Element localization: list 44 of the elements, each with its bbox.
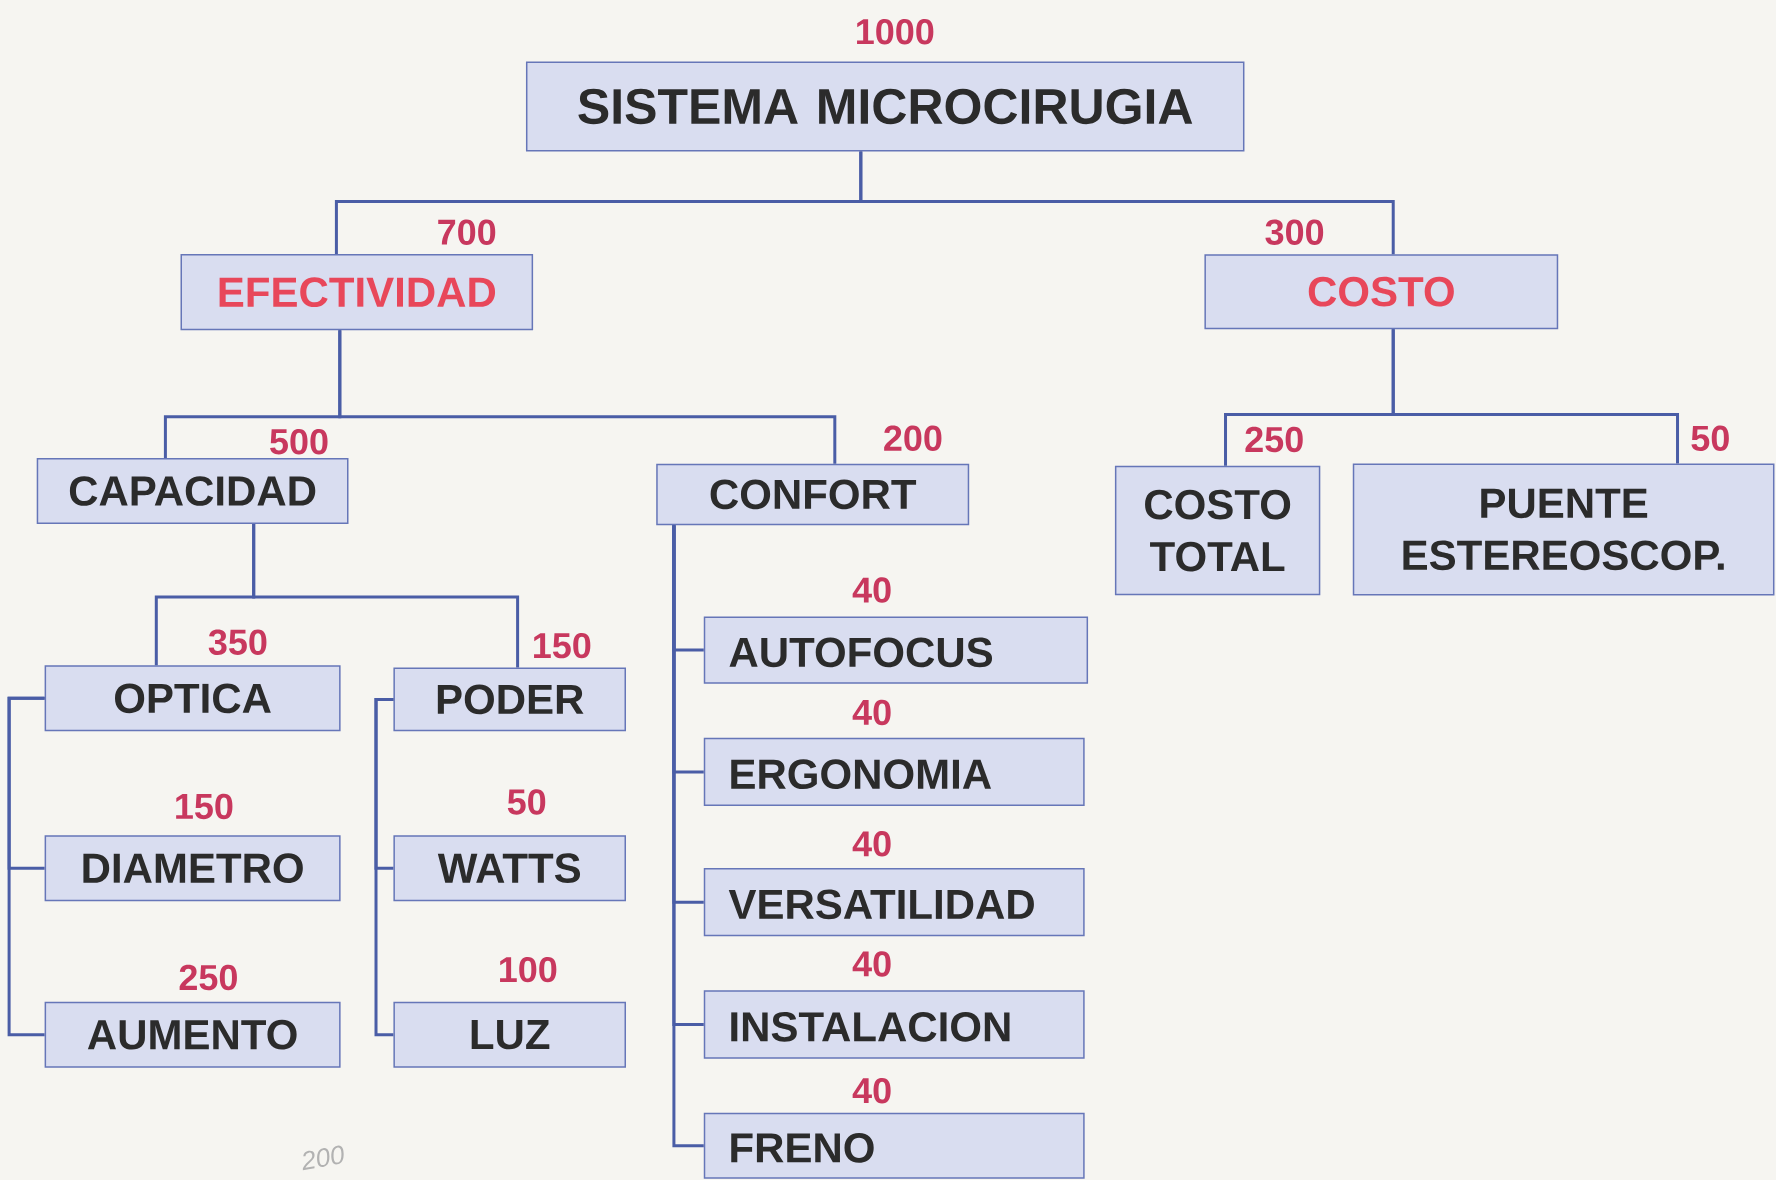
weight-number: 50	[507, 789, 546, 815]
label-box: COSTO TOTAL	[1114, 465, 1321, 596]
label-box: AUMENTO	[44, 1001, 341, 1068]
weight-number: 250	[1245, 426, 1303, 453]
weight-number: 1000	[857, 18, 934, 45]
connector-line	[338, 330, 837, 464]
connector-line	[7, 696, 45, 1037]
weight-number: 40	[852, 1078, 891, 1104]
weight-number: 50	[1691, 425, 1729, 452]
connector-line	[859, 151, 1395, 255]
connector-line	[672, 525, 704, 1148]
label-box: CAPACIDAD	[36, 457, 349, 525]
label-box: DIAMETRO	[44, 835, 341, 902]
weight-number: 500	[270, 428, 328, 455]
weight-number: 350	[208, 629, 267, 655]
weight-number: 300	[1265, 219, 1324, 245]
weight-number: 150	[176, 793, 233, 820]
label-box: FRENO	[703, 1112, 1085, 1179]
label-box: OPTICA	[44, 665, 341, 732]
label-box: SISTEMA MICROCIRUGIA	[525, 61, 1245, 152]
label-box: AUTOFOCUS	[703, 616, 1089, 684]
handwritten-note: 200	[302, 1145, 344, 1171]
connector-line	[1391, 329, 1679, 464]
connector-line	[252, 524, 520, 668]
label-box: COSTO	[1204, 254, 1559, 330]
weight-number: 40	[852, 699, 891, 726]
label-box: INSTALACION	[703, 990, 1085, 1059]
label-box: WATTS	[393, 835, 626, 902]
weight-number: 40	[852, 951, 891, 977]
weight-number: 40	[852, 831, 891, 857]
weight-number: 150	[534, 632, 591, 659]
label-box: CONFORT	[656, 463, 970, 526]
label-box: ERGONOMIA	[703, 737, 1085, 807]
connector-line	[374, 697, 394, 1037]
label-box: PODER	[393, 667, 626, 732]
weight-number: 40	[852, 577, 891, 603]
label-box: PUENTE ESTEREOSCOP.	[1352, 463, 1775, 596]
label-box: LUZ	[393, 1001, 626, 1068]
label-box: VERSATILIDAD	[703, 868, 1085, 937]
weight-number: 200	[884, 425, 942, 452]
weight-number: 250	[179, 964, 237, 991]
label-box: EFECTIVIDAD	[180, 254, 534, 331]
weight-number: 700	[438, 219, 496, 245]
weight-number: 100	[500, 956, 557, 983]
